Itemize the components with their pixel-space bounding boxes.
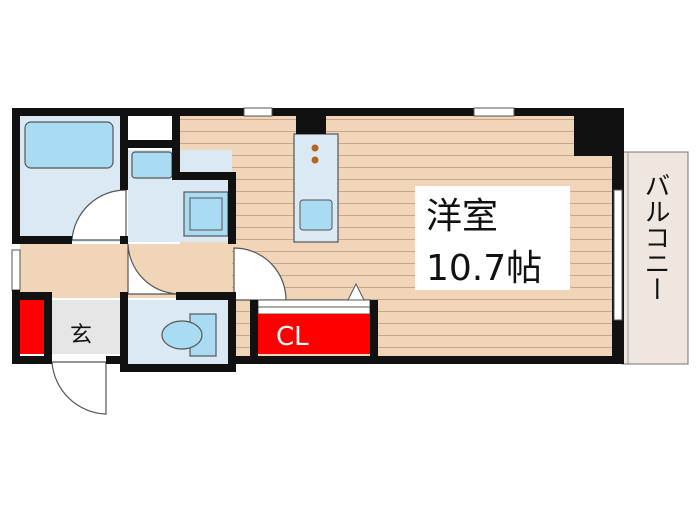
room-label-box xyxy=(415,186,570,290)
balcony-label: バルコニー xyxy=(640,172,670,302)
western-room: 洋室 10.7帖 xyxy=(180,116,612,360)
balcony: バルコニー xyxy=(621,151,689,365)
entrance-label: 玄 xyxy=(70,323,92,348)
kitchen-sink-icon xyxy=(299,199,333,231)
closet-label: CL xyxy=(276,322,309,352)
toilet-icon xyxy=(161,320,203,350)
entrance: 玄 xyxy=(20,300,124,415)
washroom xyxy=(127,150,232,295)
toilet-room xyxy=(128,300,232,364)
stove-burner-icon xyxy=(311,156,319,164)
closet-box xyxy=(258,314,370,354)
walls xyxy=(11,107,624,372)
room-size: 10.7帖 xyxy=(426,248,542,289)
room-name: 洋室 xyxy=(426,196,498,237)
kitchen xyxy=(293,133,339,243)
hallway-floor xyxy=(20,244,232,298)
washbasin-icon xyxy=(131,151,173,179)
closet: CL xyxy=(257,282,371,354)
entrance-door-icon xyxy=(51,361,107,415)
shoe-cabinet xyxy=(20,300,48,354)
bathtub-icon xyxy=(24,121,114,169)
bathroom xyxy=(20,116,127,242)
door-swing-icon xyxy=(71,189,127,241)
stove-burner-icon xyxy=(311,144,319,152)
